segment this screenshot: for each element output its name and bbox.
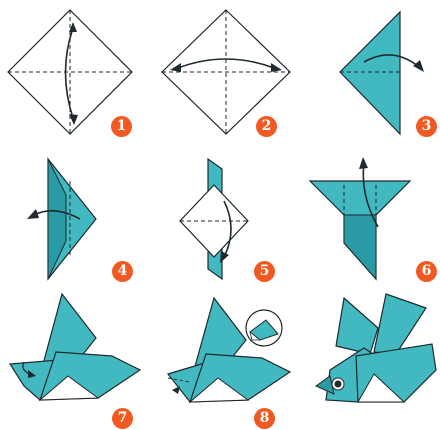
step-7: 7 xyxy=(0,290,150,430)
final-bird-diagram xyxy=(300,290,440,430)
step-4: 4 xyxy=(0,145,150,290)
step-3-badge: 3 xyxy=(416,116,437,137)
step-6-badge: 6 xyxy=(416,261,437,282)
step-2-badge: 2 xyxy=(256,116,277,137)
step-3: 3 xyxy=(300,0,440,145)
step-8-diagram xyxy=(150,290,300,430)
final-bird xyxy=(300,290,440,430)
step-5-diagram xyxy=(150,145,300,290)
step-7-badge: 7 xyxy=(112,408,133,429)
step-2: 2 xyxy=(150,0,300,145)
step-8: 8 xyxy=(150,290,300,430)
step-2-diagram xyxy=(150,0,300,145)
step-5: 5 xyxy=(150,145,300,290)
step-5-badge: 5 xyxy=(254,261,275,282)
step-1: 1 xyxy=(0,0,150,145)
step-4-badge: 4 xyxy=(112,261,133,282)
step-1-badge: 1 xyxy=(111,116,132,137)
step-6: 6 xyxy=(300,145,440,290)
step-8-badge: 8 xyxy=(254,408,275,429)
